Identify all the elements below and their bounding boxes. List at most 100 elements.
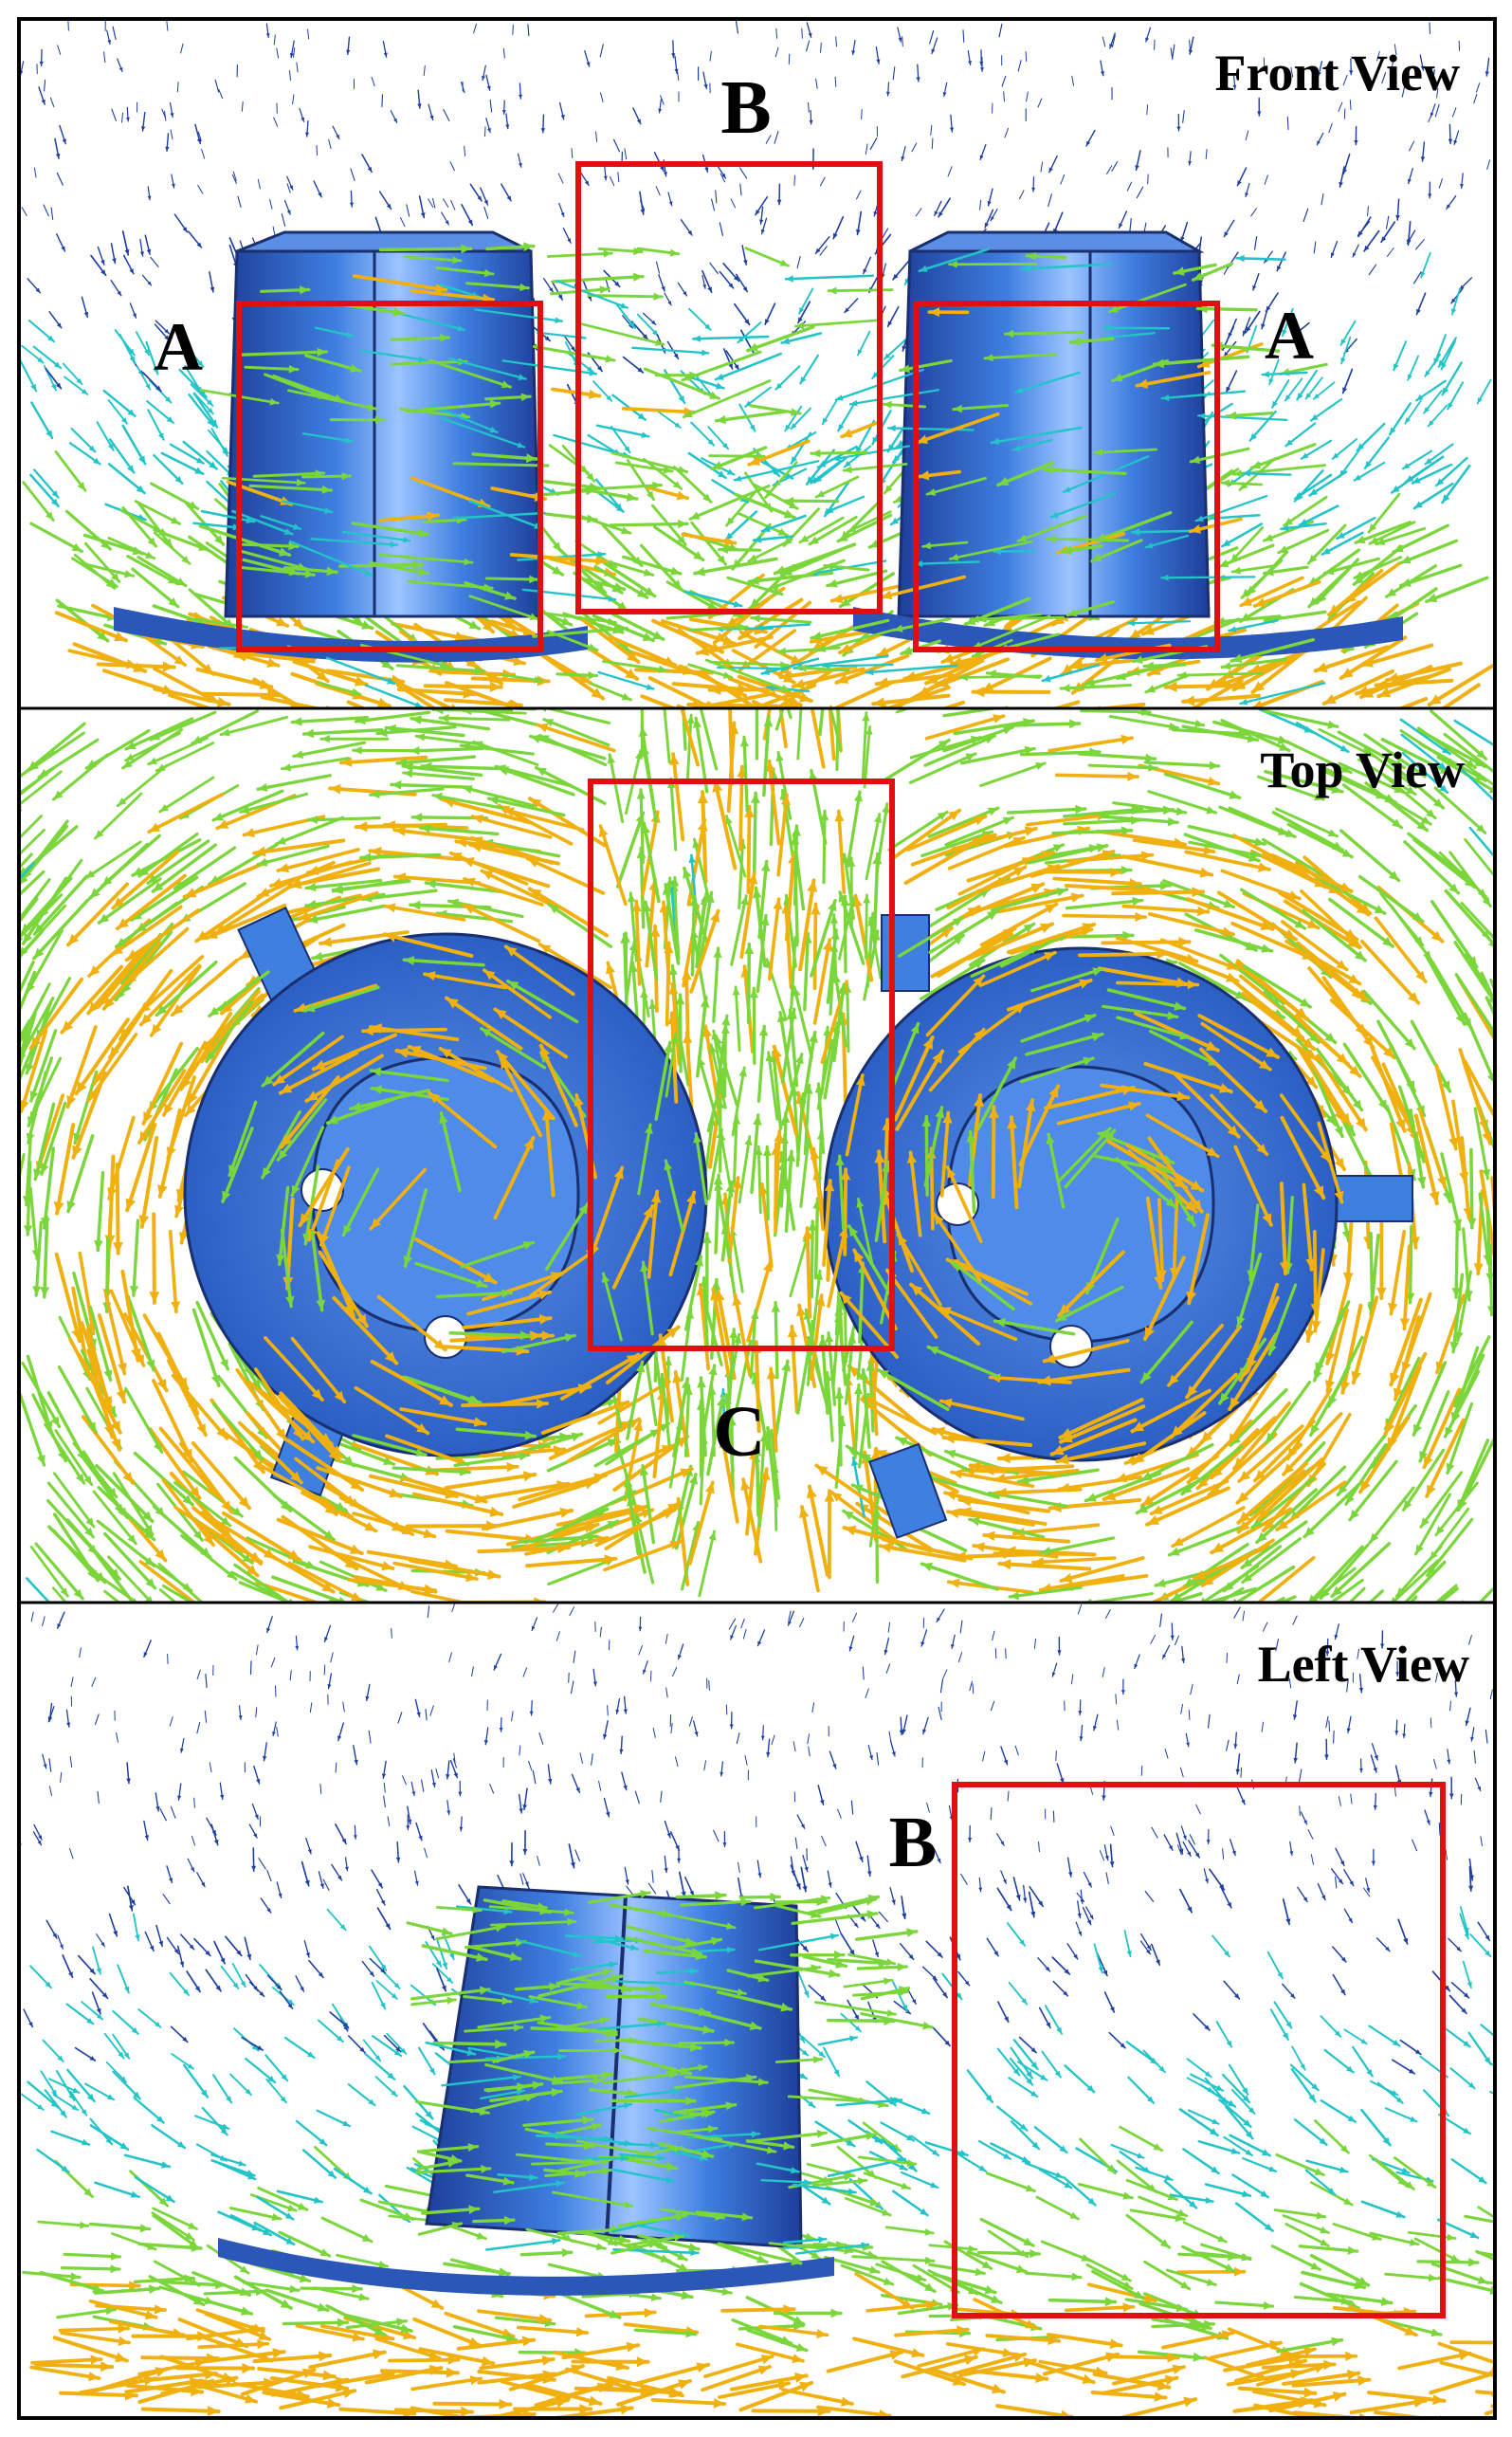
flow-vector-head <box>808 32 812 38</box>
flow-vector <box>191 1517 260 1578</box>
flow-vector <box>1111 358 1170 383</box>
flow-vector <box>237 549 309 571</box>
flow-vector-head <box>1438 761 1447 770</box>
flow-vector <box>1295 722 1350 754</box>
flow-vector <box>1047 193 1052 208</box>
flow-vector-head <box>107 1186 118 1199</box>
flow-vector-head <box>709 684 721 695</box>
flow-vector <box>1170 47 1174 61</box>
flow-vector-head <box>809 770 818 781</box>
flow-vector <box>643 457 683 490</box>
flow-vector <box>214 79 220 93</box>
flow-vector-head <box>1223 899 1234 908</box>
flow-vector-head <box>367 403 377 412</box>
flow-vector-head <box>769 581 779 590</box>
flow-vector-head <box>34 924 45 934</box>
flow-vector <box>1329 1578 1364 1603</box>
flow-vector-head <box>728 363 733 370</box>
flow-vector-head <box>1414 501 1423 508</box>
flow-vector-head <box>1165 681 1177 692</box>
flow-vector <box>452 462 550 467</box>
flow-vector-head <box>472 814 483 824</box>
flow-vector <box>221 1511 302 1563</box>
flow-vector <box>126 1294 155 1372</box>
flow-vector-head <box>1135 911 1146 922</box>
flow-vector-head <box>280 1500 291 1512</box>
flow-vector-head <box>182 1494 193 1505</box>
flow-vector-head <box>1129 629 1141 639</box>
flow-vector-head <box>993 714 1004 724</box>
flow-vector <box>188 588 235 630</box>
flow-vector <box>1412 837 1477 889</box>
flow-vector <box>1306 1412 1352 1488</box>
flow-vector-head <box>587 366 593 373</box>
flow-vector-head <box>1446 1462 1455 1474</box>
flow-vector-head <box>800 376 807 384</box>
flow-vector-head <box>427 511 438 522</box>
flow-vector-head <box>1500 944 1508 954</box>
flow-vector-head <box>1193 1569 1206 1580</box>
flow-vector-head <box>109 1568 120 1580</box>
flow-vector-head <box>1354 575 1364 585</box>
flow-vector-head <box>375 1583 386 1591</box>
flow-vector <box>375 725 457 736</box>
flow-vector-head <box>942 92 947 97</box>
flow-vector <box>547 903 613 948</box>
flow-vector-head <box>836 673 849 684</box>
flow-vector <box>82 533 145 556</box>
flow-vector <box>273 34 276 46</box>
flow-vector <box>252 471 326 478</box>
flow-vector-head <box>1198 412 1206 420</box>
flow-vector <box>474 308 563 322</box>
flow-vector-head <box>75 1474 84 1484</box>
flow-vector <box>74 1017 130 1096</box>
flow-vector-head <box>987 669 996 678</box>
flow-vector-head <box>897 1438 908 1446</box>
flow-vector-head <box>678 466 687 474</box>
flow-vector-head <box>1230 553 1239 562</box>
flow-vector-head <box>40 1164 49 1175</box>
flow-vector-head <box>157 432 164 440</box>
flow-vector <box>1155 947 1240 983</box>
flow-vector-head <box>1284 394 1291 401</box>
flow-vector-head <box>1340 668 1354 679</box>
flow-vector-head <box>589 370 596 376</box>
flow-vector-head <box>1301 452 1309 459</box>
flow-vector <box>1047 736 1134 753</box>
front-view-title: Front View <box>1215 45 1460 101</box>
flow-vector-head <box>1499 1011 1508 1022</box>
flow-vector <box>711 198 716 211</box>
flow-vector <box>1108 283 1187 314</box>
flow-vector-head <box>1120 734 1133 744</box>
flow-vector-head <box>197 360 204 367</box>
flow-vector <box>52 1472 96 1529</box>
flow-vector <box>54 1252 82 1344</box>
flow-vector <box>990 888 1069 912</box>
flow-vector <box>1249 443 1317 470</box>
flow-vector-head <box>673 353 679 359</box>
flow-vector-head <box>1247 585 1257 596</box>
flow-vector <box>97 1313 127 1404</box>
flow-vector-head <box>381 659 392 669</box>
flow-vector-head <box>1070 892 1083 903</box>
flow-vector <box>865 813 882 881</box>
flow-vector-head <box>1412 476 1421 484</box>
flow-vector-head <box>1042 675 1051 683</box>
flow-vector <box>959 746 1036 765</box>
flow-vector <box>1312 1308 1345 1383</box>
flow-vector <box>793 174 795 186</box>
flow-vector-head <box>927 488 937 496</box>
flow-vector <box>597 670 655 690</box>
flow-vector <box>972 1544 1059 1559</box>
flow-vector <box>1264 769 1344 794</box>
flow-vector-head <box>873 211 878 216</box>
flow-vector <box>1026 91 1029 102</box>
flow-vector-head <box>595 556 607 566</box>
flow-vector-head <box>851 50 856 55</box>
flow-vector <box>1038 1573 1125 1592</box>
flow-vector <box>1167 1526 1243 1557</box>
flow-vector <box>738 512 789 537</box>
flow-vector <box>792 654 889 670</box>
front-box-a-left <box>236 301 543 652</box>
flow-vector-head <box>1392 818 1402 828</box>
